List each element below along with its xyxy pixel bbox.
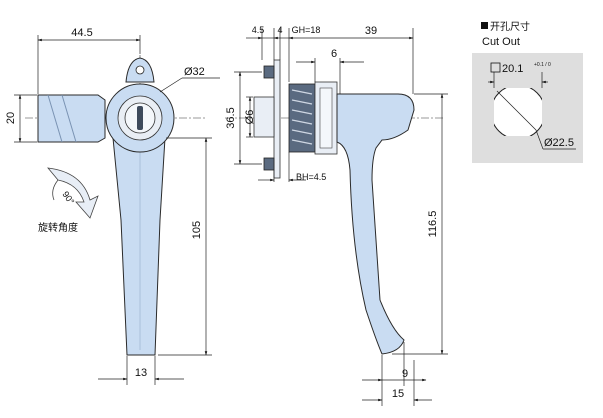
key-slot [137, 106, 143, 130]
handle-body [112, 137, 166, 356]
cutout-diameter: Ø22.5 [544, 137, 574, 149]
dim-phi6: Ø6 [244, 110, 256, 125]
tongue-bar [37, 94, 106, 143]
cutout-section: 开孔尺寸 Cut Out 20.1 +0.1 / 0 Ø22.5 [472, 20, 583, 163]
cutout-tolerance: +0.1 / 0 [534, 62, 551, 68]
cam-bolt-bottom [263, 157, 275, 171]
dim-phi32: Ø32 [184, 66, 205, 78]
cutout-square-bullet [481, 22, 488, 29]
cutout-square-dim: 20.1 [502, 63, 523, 75]
dim-bh: BH=4.5 [296, 172, 326, 182]
dim-15: 15 [392, 388, 404, 400]
dim-116-5: 116.5 [427, 211, 439, 238]
dim-gh: GH=18 [292, 25, 321, 35]
rotation-angle: 90° [60, 189, 76, 206]
handle-side-profile [336, 93, 415, 355]
rotation-label: 旋转角度 [38, 221, 78, 234]
cam-bolt-top [263, 65, 275, 79]
square-symbol-icon [490, 62, 501, 73]
front-view: 44.5 20 Ø32 105 13 90° 旋转角度 [5, 27, 220, 385]
dim-6-top: 6 [331, 48, 337, 60]
ear-hole [135, 65, 145, 75]
dim-39: 39 [365, 25, 377, 37]
dim-36-5: 36.5 [225, 107, 237, 128]
dim-13: 13 [135, 367, 147, 379]
rotation-arrow-icon [47, 167, 99, 219]
cutout-title-en: Cut Out [482, 36, 520, 48]
cam-block [253, 96, 275, 138]
panel-plate [273, 59, 281, 179]
dim-4-5: 4.5 [252, 25, 265, 35]
dim-4: 4 [277, 25, 282, 35]
dim-105: 105 [191, 221, 203, 239]
side-view: 4.5 4 GH=18 39 6 36.5 Ø6 BH=4.5 116.5 [225, 25, 448, 406]
dim-44-5: 44.5 [71, 27, 92, 39]
cutout-title-cn: 开孔尺寸 [490, 20, 530, 33]
dim-20: 20 [5, 112, 17, 124]
dim-9: 9 [402, 368, 408, 380]
